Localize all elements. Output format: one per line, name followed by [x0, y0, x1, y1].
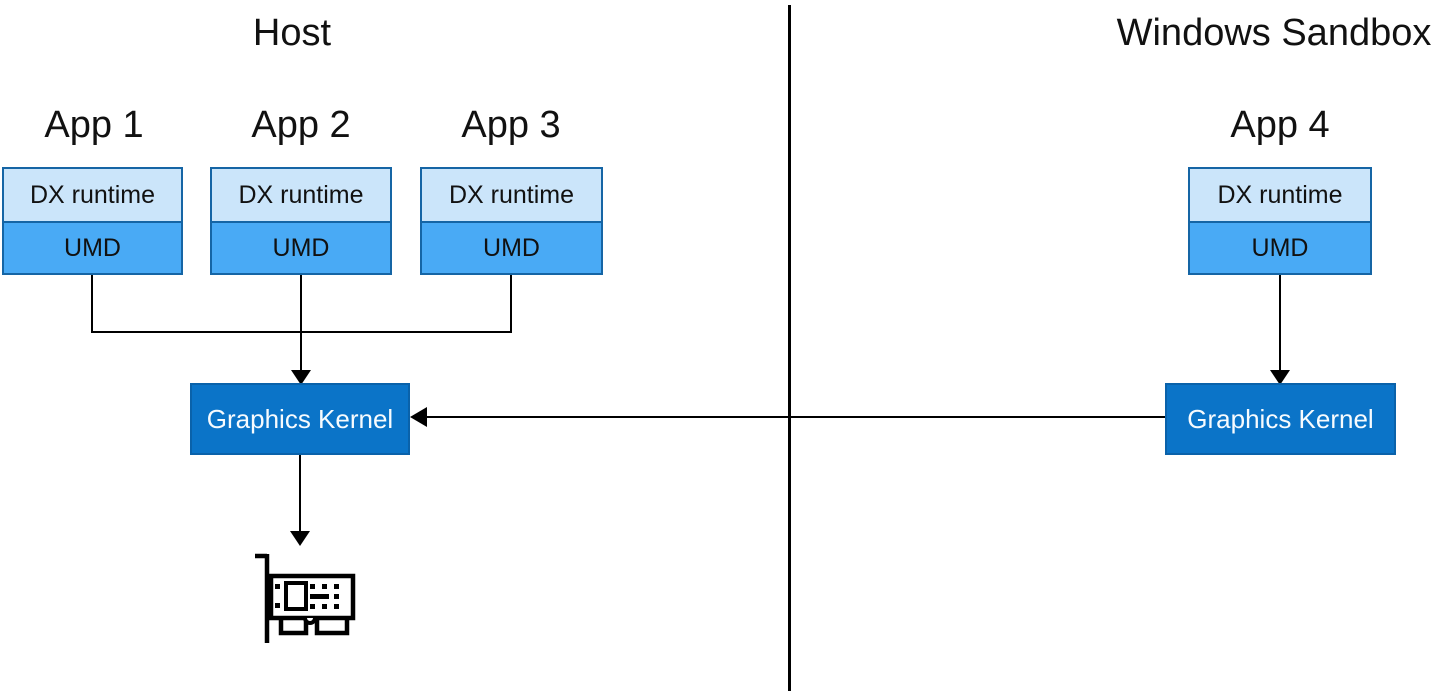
sandbox-section-title: Windows Sandbox — [1116, 12, 1432, 54]
sandbox-to-host-arrowhead-icon — [410, 407, 427, 427]
app4-to-kernel-arrowhead-icon — [1270, 370, 1290, 385]
kernel-to-gpu-arrowhead-icon — [290, 531, 310, 546]
app3-umd-layer: UMD — [422, 223, 601, 273]
app3-connector-line — [510, 275, 512, 333]
graphics-card-icon — [255, 553, 356, 643]
host-section-title: Host — [252, 12, 332, 54]
app1-umd-layer: UMD — [4, 223, 181, 273]
app4-dx-runtime-layer: DX runtime — [1190, 169, 1370, 223]
host-graphics-kernel-box: Graphics Kernel — [190, 383, 410, 455]
apps-to-kernel-arrowhead-icon — [291, 370, 311, 385]
app4-umd-layer: UMD — [1190, 223, 1370, 273]
app4-label: App 4 — [1230, 104, 1330, 146]
app3-dx-runtime-layer: DX runtime — [422, 169, 601, 223]
app2-box: DX runtime UMD — [210, 167, 392, 275]
section-divider-line — [788, 5, 791, 691]
sandbox-to-host-kernel-line — [424, 416, 1165, 418]
app2-umd-layer: UMD — [212, 223, 390, 273]
app4-connector-line — [1279, 275, 1281, 371]
app1-connector-line — [91, 275, 93, 333]
app3-box: DX runtime UMD — [420, 167, 603, 275]
app1-label: App 1 — [44, 104, 144, 146]
app2-dx-runtime-layer: DX runtime — [212, 169, 390, 223]
app2-label: App 2 — [251, 104, 351, 146]
sandbox-graphics-kernel-box: Graphics Kernel — [1165, 383, 1396, 455]
app1-dx-runtime-layer: DX runtime — [4, 169, 181, 223]
kernel-to-gpu-line — [299, 455, 301, 532]
app3-label: App 3 — [461, 104, 561, 146]
app4-box: DX runtime UMD — [1188, 167, 1372, 275]
app1-box: DX runtime UMD — [2, 167, 183, 275]
app2-connector-line — [300, 275, 302, 371]
